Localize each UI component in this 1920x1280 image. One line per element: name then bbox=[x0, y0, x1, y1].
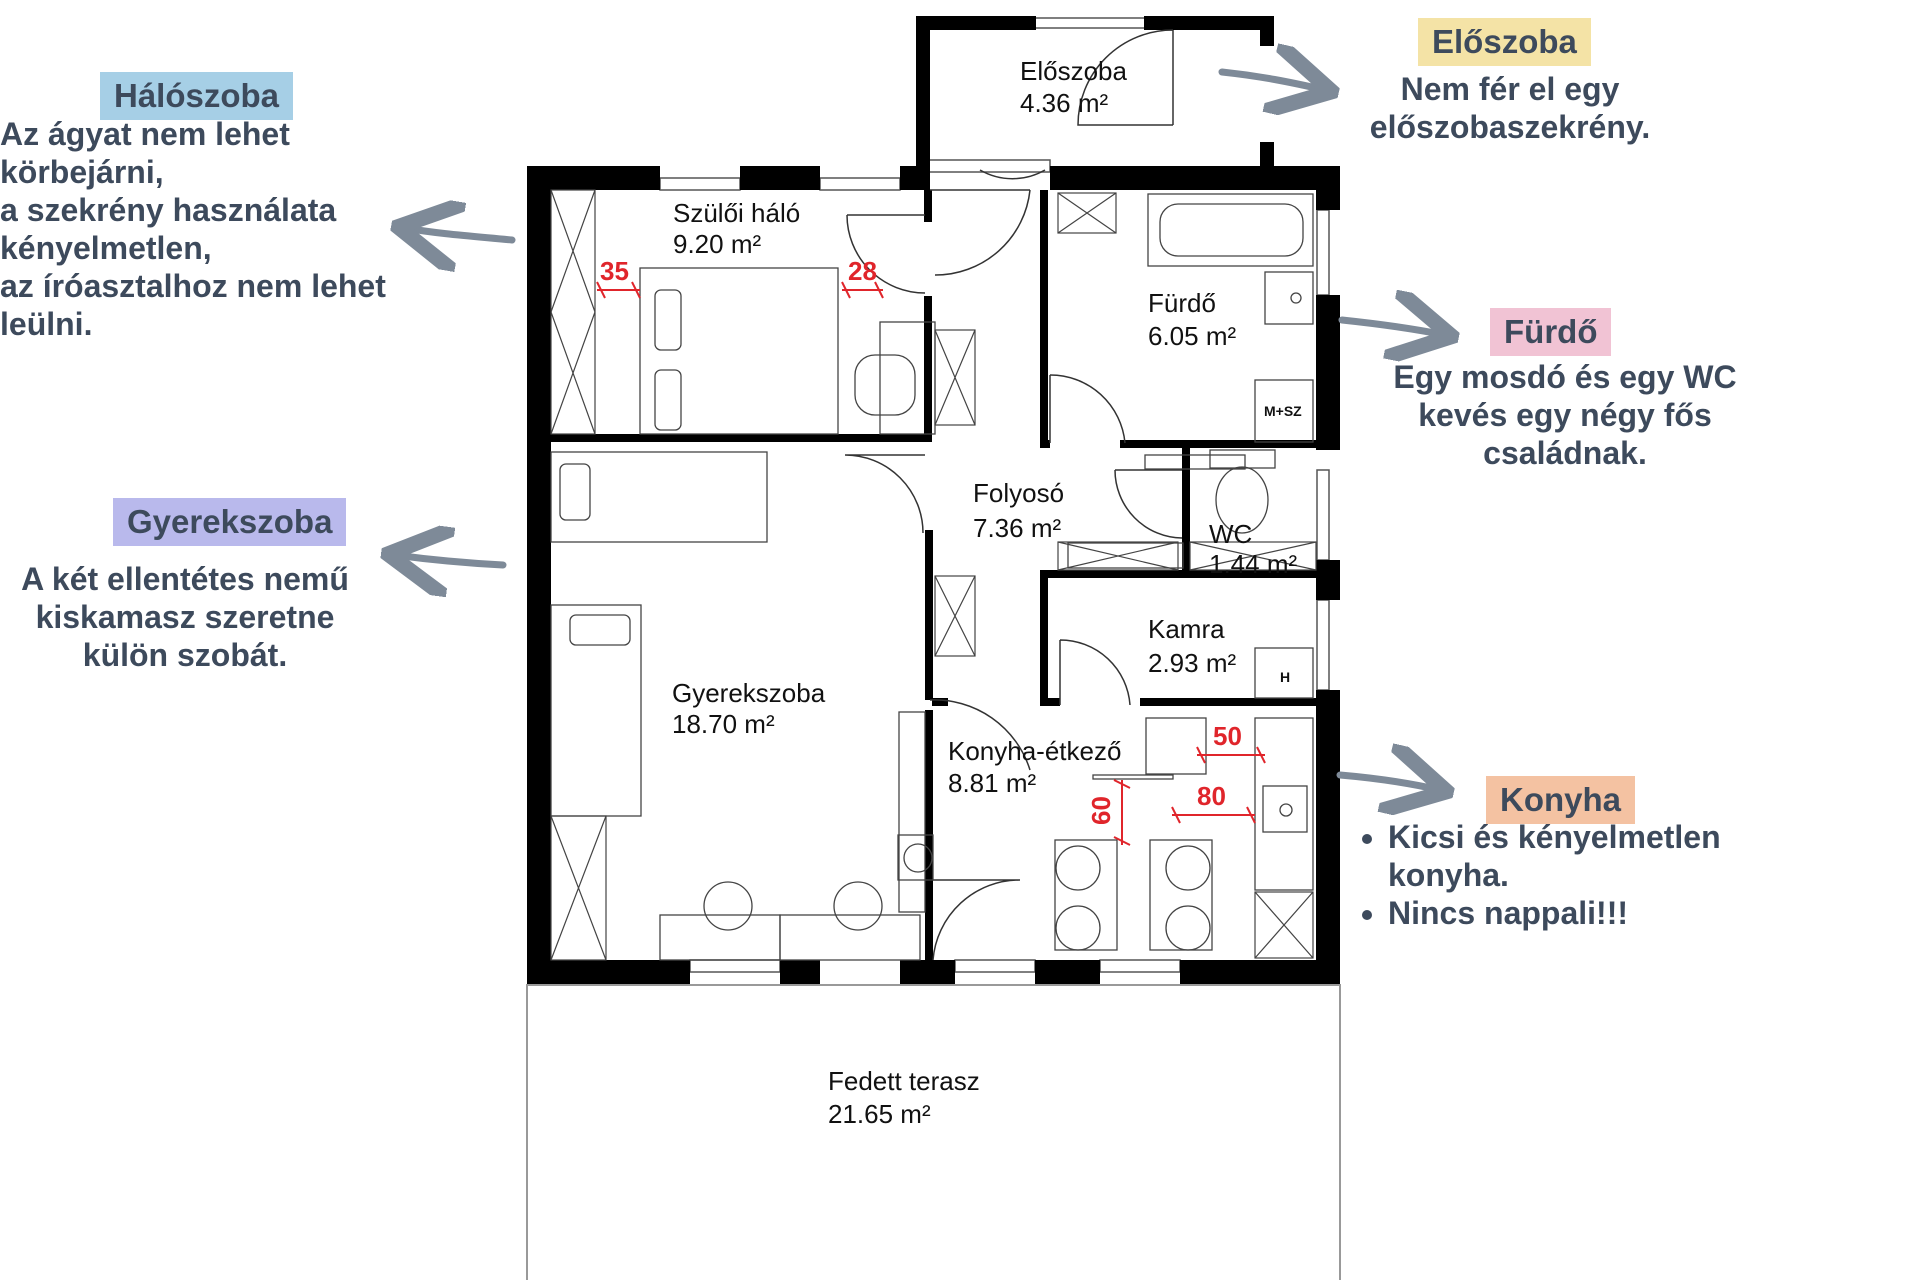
dim-28: 28 bbox=[848, 256, 877, 286]
room-area-wc: 1.44 m² bbox=[1209, 549, 1297, 579]
arrow-furdo bbox=[1338, 320, 1445, 335]
tag-haloszoba: Hálószoba bbox=[100, 72, 294, 120]
note-line: leülni. bbox=[0, 306, 93, 342]
dim-80: 80 bbox=[1197, 781, 1226, 811]
note-line: családnak. bbox=[1483, 435, 1647, 471]
furniture bbox=[550, 193, 1314, 961]
arrow-eloszoba bbox=[1218, 72, 1325, 90]
note-bullet: Kicsi és kényelmetlen konyha. bbox=[1388, 818, 1782, 894]
room-area-gyerekszoba: 18.70 m² bbox=[672, 709, 775, 739]
doors bbox=[844, 29, 1183, 961]
room-area-kamra: 2.93 m² bbox=[1148, 648, 1236, 678]
note-line: a szekrény használata bbox=[0, 192, 337, 228]
annotation-arrows bbox=[395, 72, 1445, 790]
room-name-szuloi-halo: Szülői háló bbox=[673, 198, 800, 228]
toilet bbox=[1209, 449, 1276, 469]
parent-bed bbox=[639, 267, 839, 435]
room-name-furdo: Fürdő bbox=[1148, 288, 1216, 318]
room-name-gyerekszoba: Gyerekszoba bbox=[672, 678, 826, 708]
closets bbox=[550, 189, 1317, 961]
note-line: Nem fér el egy bbox=[1400, 71, 1620, 107]
note-furdo: Egy mosdó és egy WC kevés egy négy fős c… bbox=[1365, 358, 1765, 472]
room-name-wc: WC bbox=[1209, 519, 1252, 549]
note-line: kényelmetlen, bbox=[0, 230, 212, 266]
note-line: előszobaszekrény. bbox=[1369, 109, 1651, 145]
kitchen-sink bbox=[1262, 785, 1308, 833]
bathtub bbox=[1147, 193, 1314, 267]
note-line: A két ellentétes nemű bbox=[21, 561, 349, 597]
note-eloszoba: Nem fér el egy előszobaszekrény. bbox=[1330, 70, 1690, 146]
fixture-label-msz: M+SZ bbox=[1264, 403, 1302, 419]
note-line: kiskamasz szeretne bbox=[35, 599, 335, 635]
room-name-konyha: Konyha-étkező bbox=[948, 736, 1121, 766]
terrace-outline bbox=[526, 984, 1341, 1280]
note-line: Egy mosdó és egy WC bbox=[1393, 359, 1737, 395]
tag-furdo: Fürdő bbox=[1490, 308, 1612, 356]
room-area-eloszoba: 4.36 m² bbox=[1020, 88, 1108, 118]
room-area-folyoso: 7.36 m² bbox=[973, 513, 1061, 543]
dimension-marks bbox=[596, 281, 1266, 846]
room-labels: Előszoba 4.36 m² Szülői háló 9.20 m² Für… bbox=[672, 56, 1297, 1129]
bathroom-sink bbox=[1264, 271, 1314, 325]
note-haloszoba: Az ágyat nem lehet körbejárni, a szekrén… bbox=[0, 115, 430, 343]
room-area-konyha: 8.81 m² bbox=[948, 768, 1036, 798]
room-area-szuloi-halo: 9.20 m² bbox=[673, 229, 761, 259]
note-gyerekszoba: A két ellentétes nemű kiskamasz szeretne… bbox=[0, 560, 370, 674]
tag-gyerekszoba: Gyerekszoba bbox=[113, 498, 347, 546]
room-name-eloszoba: Előszoba bbox=[1020, 56, 1127, 86]
note-line: az íróasztalhoz nem lehet bbox=[0, 268, 386, 304]
fixture-label-h: H bbox=[1280, 669, 1290, 685]
note-konyha: Kicsi és kényelmetlen konyha. Nincs napp… bbox=[1362, 818, 1782, 932]
room-name-terasz: Fedett terasz bbox=[828, 1066, 980, 1096]
room-area-terasz: 21.65 m² bbox=[828, 1099, 931, 1129]
dim-60: 60 bbox=[1086, 796, 1116, 825]
room-name-kamra: Kamra bbox=[1148, 614, 1225, 644]
tag-konyha: Konyha bbox=[1486, 776, 1636, 824]
note-line: kevés egy négy fős bbox=[1418, 397, 1712, 433]
dim-35: 35 bbox=[600, 256, 629, 286]
dim-50: 50 bbox=[1213, 721, 1242, 751]
stove bbox=[1145, 717, 1207, 775]
note-line: körbejárni, bbox=[0, 154, 164, 190]
note-line: külön szobát. bbox=[82, 637, 288, 673]
arrow-konyha bbox=[1336, 775, 1440, 790]
tag-eloszoba: Előszoba bbox=[1418, 18, 1591, 66]
arrow-haloszoba bbox=[405, 228, 516, 240]
note-line: Az ágyat nem lehet bbox=[0, 116, 290, 152]
arrow-gyerekszoba bbox=[395, 555, 507, 565]
room-name-folyoso: Folyosó bbox=[973, 478, 1064, 508]
exterior-walls bbox=[527, 16, 1340, 984]
note-bullet: Nincs nappali!!! bbox=[1388, 894, 1782, 932]
room-area-furdo: 6.05 m² bbox=[1148, 321, 1236, 351]
